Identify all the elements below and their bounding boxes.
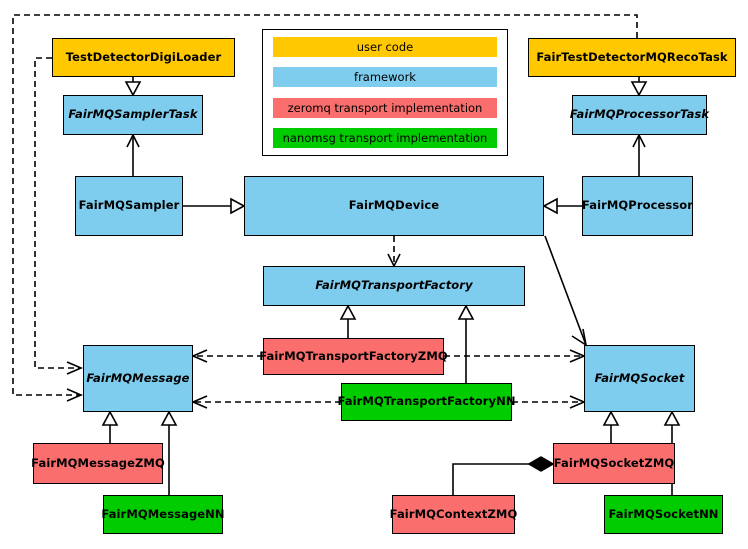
legend-item-framework: framework	[273, 67, 497, 88]
class-box-fairmqsamplertask[interactable]: FairMQSamplerTask	[63, 95, 203, 135]
arrowhead-open	[569, 395, 587, 409]
class-label: FairMQProcessorTask	[569, 107, 710, 122]
class-box-fairmqtransportfactory[interactable]: FairMQTransportFactory	[263, 266, 525, 306]
arrowhead-hollow-triangle	[542, 197, 558, 215]
legend-label: nanomsg transport implementation	[282, 130, 488, 145]
class-label: FairMQMessageNN	[101, 506, 225, 521]
arrowhead-open	[569, 349, 587, 363]
class-box-fairmqdevice[interactable]: FairMQDevice	[244, 176, 544, 236]
class-box-testdetectordigiloader[interactable]: TestDetectorDigiLoader	[52, 38, 235, 77]
arrowhead-open	[126, 133, 140, 148]
arrowhead-open	[66, 361, 84, 375]
legend-label: user code	[356, 40, 414, 54]
class-box-fairmqmessage[interactable]: FairMQMessage	[83, 345, 193, 412]
class-box-fairtestdetectormqrecotask[interactable]: FairTestDetectorMQRecoTask	[528, 38, 736, 77]
class-box-fairmqsocketnn[interactable]: FairMQSocketNN	[604, 495, 723, 534]
class-box-fairmqsocket[interactable]: FairMQSocket	[584, 345, 695, 412]
class-label: FairMQContextZMQ	[389, 506, 518, 521]
class-label: FairMQProcessor	[581, 198, 694, 213]
class-box-fairmqprocessor[interactable]: FairMQProcessor	[582, 176, 693, 236]
class-box-fairmqsocketzmq[interactable]: FairMQSocketZMQ	[553, 443, 675, 484]
class-label: FairMQTransportFactory	[315, 278, 473, 293]
arrowhead-hollow-triangle	[124, 81, 142, 97]
class-box-fairmqcontextzmq[interactable]: FairMQContextZMQ	[389, 495, 518, 534]
class-box-fairmqsampler[interactable]: FairMQSampler	[75, 176, 183, 236]
arrowhead-open	[387, 253, 401, 268]
arrowhead-open	[190, 395, 208, 409]
class-box-fairmqtransportfactoryzmq[interactable]: FairMQTransportFactoryZMQ	[259, 338, 448, 375]
arrowhead-hollow-triangle	[339, 304, 357, 320]
class-label: FairMQSocket	[594, 370, 685, 385]
legend: user code framework zeromq transport imp…	[262, 29, 508, 156]
class-label: FairMQSampler	[78, 198, 180, 213]
legend-item-zeromq: zeromq transport implementation	[273, 97, 497, 118]
arrowhead-hollow-triangle	[230, 197, 246, 215]
class-box-fairmqprocessortask[interactable]: FairMQProcessorTask	[569, 95, 710, 135]
arrowhead-hollow-triangle	[663, 410, 681, 426]
arrowhead-hollow-triangle	[630, 81, 648, 97]
legend-label: zeromq transport implementation	[287, 100, 483, 115]
class-label: FairMQTransportFactoryNN	[337, 394, 516, 409]
arrowhead-open	[632, 133, 646, 148]
class-box-fairmqtransportfactorynn[interactable]: FairMQTransportFactoryNN	[337, 383, 515, 421]
diamond-composition	[527, 456, 555, 472]
class-box-fairmqmessagenn[interactable]: FairMQMessageNN	[101, 495, 225, 534]
arrowhead-open	[66, 388, 84, 402]
arrowhead-hollow-triangle	[457, 304, 475, 320]
class-label: FairMQTransportFactoryZMQ	[259, 348, 448, 363]
legend-item-nanomsg: nanomsg transport implementation	[273, 127, 497, 148]
edge-contextzmq-socketzmq	[452, 463, 540, 495]
class-label: FairMQMessageZMQ	[31, 455, 165, 470]
edge-device-socket	[544, 235, 587, 346]
class-label: FairMQDevice	[348, 198, 440, 213]
arrowhead-hollow-triangle	[602, 410, 620, 426]
legend-item-user-code: user code	[273, 37, 497, 57]
class-box-fairmqmessagezmq[interactable]: FairMQMessageZMQ	[31, 443, 165, 484]
class-label: FairTestDetectorMQRecoTask	[536, 49, 728, 64]
class-label: FairMQMessage	[86, 370, 190, 385]
legend-label: framework	[354, 70, 416, 85]
arrowhead-hollow-triangle	[160, 410, 178, 426]
arrowhead-hollow-triangle	[101, 410, 119, 426]
class-label: FairMQSamplerTask	[68, 107, 198, 122]
class-label: FairMQSocketZMQ	[553, 455, 675, 470]
arrowhead-open	[190, 349, 208, 363]
class-label: FairMQSocketNN	[608, 506, 719, 521]
arrowhead-open	[571, 328, 588, 347]
class-label: TestDetectorDigiLoader	[65, 49, 222, 64]
